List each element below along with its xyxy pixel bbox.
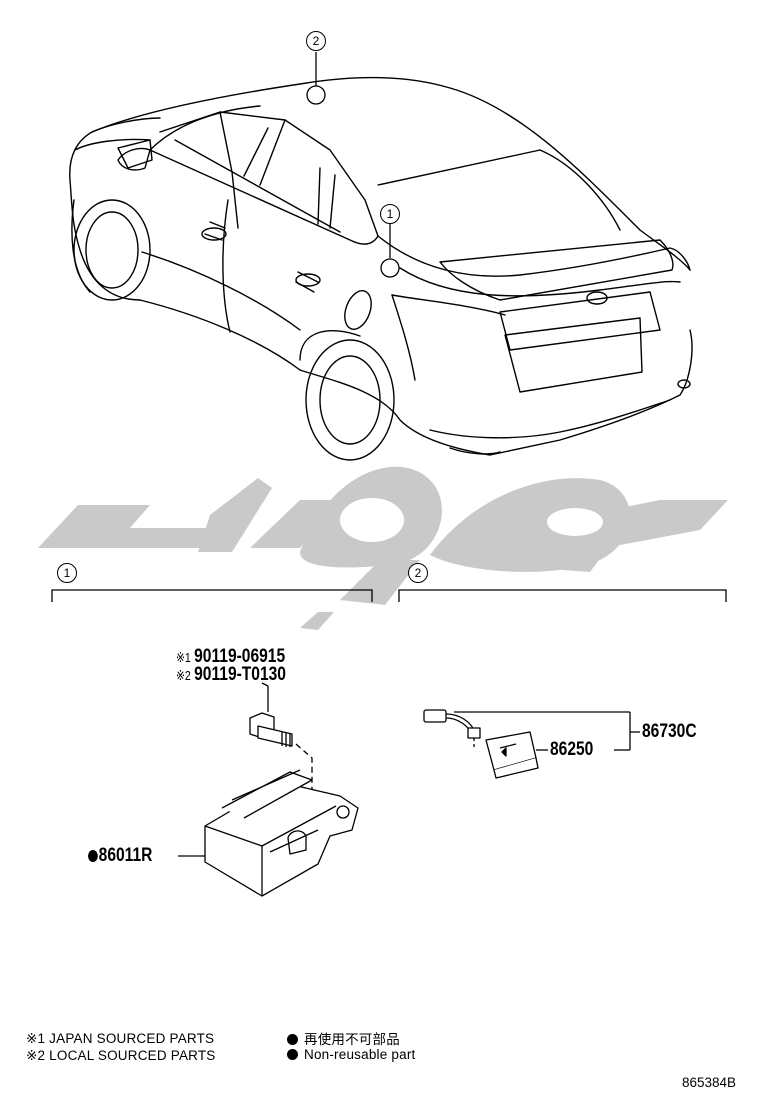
watermark-logo xyxy=(38,466,728,630)
car-illustration xyxy=(69,76,693,461)
note-local-sourced: ※2 LOCAL SOURCED PARTS xyxy=(26,1048,216,1063)
ecu-illustration xyxy=(204,769,359,897)
callout-car-side: 1 xyxy=(380,204,400,224)
legend-nonreusable-jp: 再使用不可部品 xyxy=(287,1028,400,1048)
assembly-part-number: 86730C xyxy=(642,721,697,742)
non-reusable-dot-icon xyxy=(88,850,98,862)
legend-dot-icon xyxy=(287,1049,298,1060)
callout-section-1: 1 xyxy=(57,563,77,583)
note-japan-sourced: ※1 JAPAN SOURCED PARTS xyxy=(26,1031,215,1046)
callout-car-roof: 2 xyxy=(306,31,326,51)
antenna-part-number: 86250 xyxy=(550,739,594,760)
ecu-part-number: 86011R xyxy=(88,845,152,867)
bolt-number-1: 90119-06915 xyxy=(194,646,286,667)
legend-dot-icon xyxy=(287,1034,298,1045)
local-mark: ※2 xyxy=(176,668,191,683)
legend-nonreusable-en: Non-reusable part xyxy=(287,1047,415,1062)
diagram-id: 865384B xyxy=(682,1075,737,1090)
japan-mark: ※1 xyxy=(176,650,191,665)
callout-section-2: 2 xyxy=(408,563,428,583)
bolt-number-2: 90119-T0130 xyxy=(194,664,286,685)
antenna-illustration xyxy=(423,709,539,779)
